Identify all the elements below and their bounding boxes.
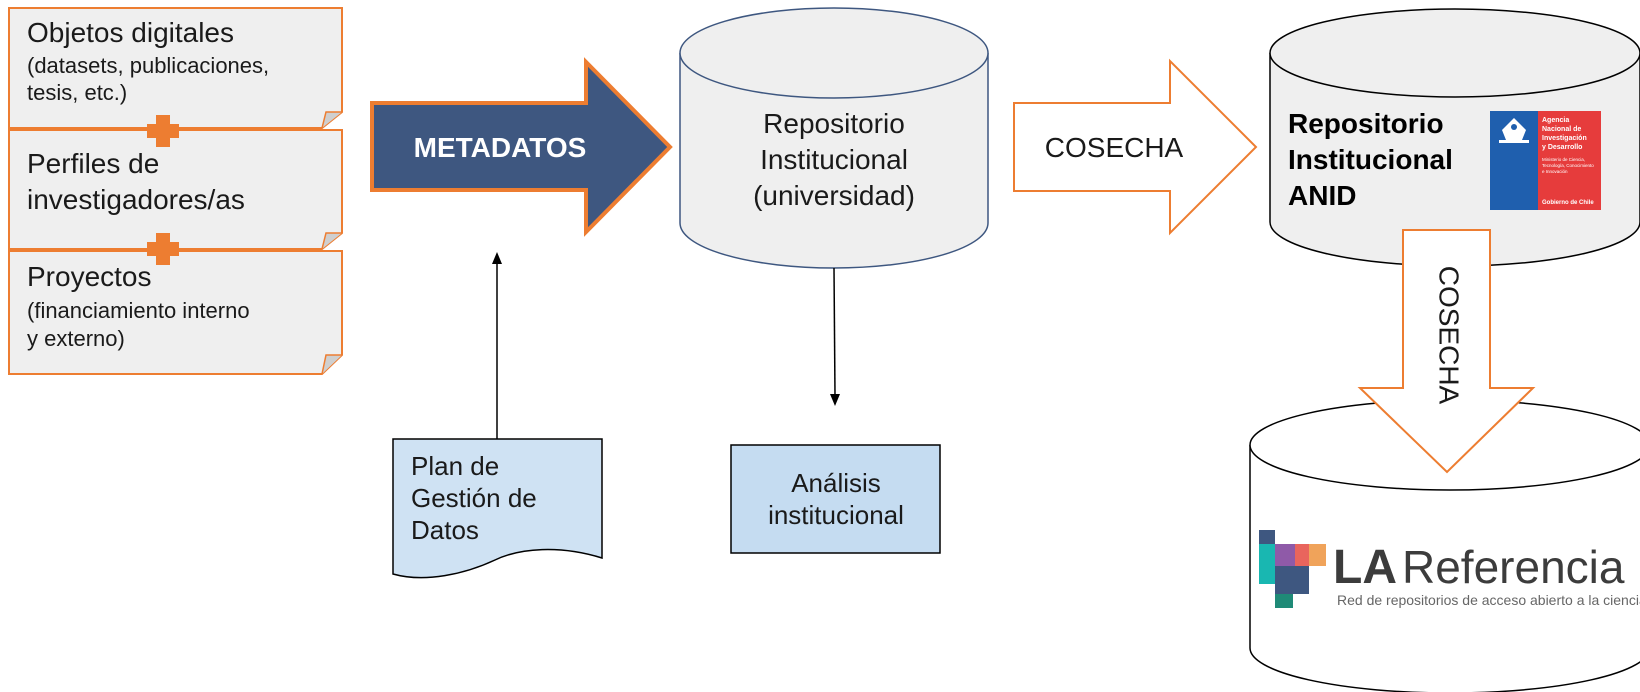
harvest-arrow-vertical: COSECHA [1357,229,1536,474]
data-management-plan-document: Plan de Gestión de Datos [392,438,603,579]
institutional-analysis-box: Análisis institucional [730,444,941,554]
la-referencia-name-bold: LA [1333,541,1397,594]
anid-logo-government: Gobierno de Chile [1542,200,1594,206]
anid-logo-line3: Investigación [1542,135,1587,142]
anid-logo-ministry3: e Innovación [1542,169,1568,174]
data-management-plan-line1: Plan de [411,451,499,481]
anid-repository-line2: Institucional [1288,144,1453,175]
institutional-repository-line3: (universidad) [753,180,915,211]
chilean-coat-of-arms-icon [1499,118,1529,143]
connector-arrow-repository-to-analysis [830,267,840,406]
data-management-plan-line2: Gestión de [411,483,537,513]
harvest-arrow-horizontal: COSECHA [1013,58,1258,236]
anid-logo-line4: y Desarrollo [1542,144,1582,151]
researcher-profiles-document: Perfiles de investigadores/as [8,129,343,250]
digital-objects-title: Objetos digitales [27,17,234,48]
plus-icon [147,233,179,265]
researcher-profiles-line2: investigadores/as [27,184,245,215]
anid-repository-line1: Repositorio [1288,108,1444,139]
anid-repository-line3: ANID [1288,180,1356,211]
institutional-repository-cylinder: Repositorio Institucional (universidad) [679,7,989,269]
harvest-arrow-horizontal-label: COSECHA [1045,132,1184,163]
harvest-arrow-vertical-label: COSECHA [1434,266,1465,405]
anid-logo-ministry1: Ministerio de Ciencia, [1542,157,1585,162]
projects-line2: y externo) [27,326,125,351]
institutional-analysis-line1: Análisis [791,468,881,498]
anid-logo-ministry2: Tecnología, Conocimiento [1542,163,1594,168]
anid-repository-cylinder: Repositorio Institucional ANID [1269,8,1640,267]
data-management-plan-line3: Datos [411,515,479,545]
institutional-repository-line1: Repositorio [763,108,905,139]
metadata-arrow-label: METADATOS [414,132,587,163]
la-referencia-mark-icon [1259,530,1326,608]
metadata-arrow: METADATOS [370,57,673,237]
anid-logo-line2: Nacional de [1542,126,1581,133]
digital-objects-document: Objetos digitales (datasets, publicacion… [8,7,343,129]
la-referencia-tagline: Red de repositorios de acceso abierto a … [1337,592,1640,608]
projects-line1: (financiamiento interno [27,298,250,323]
projects-title: Proyectos [27,261,152,292]
la-referencia-logo: LA Referencia Red de repositorios de acc… [1259,530,1640,608]
institutional-repository-line2: Institucional [760,144,908,175]
digital-objects-line1: (datasets, publicaciones, [27,53,269,78]
anid-logo: Agencia Nacional de Investigación y Desa… [1490,111,1601,210]
la-referencia-name: Referencia [1402,541,1625,593]
projects-document: Proyectos (financiamiento interno y exte… [8,250,343,375]
researcher-profiles-line1: Perfiles de [27,148,159,179]
plus-icon [147,115,179,147]
digital-objects-line2: tesis, etc.) [27,80,127,105]
institutional-analysis-line2: institucional [768,500,904,530]
anid-logo-line1: Agencia [1542,117,1569,124]
connector-arrow-plan-to-metadata [492,252,502,439]
